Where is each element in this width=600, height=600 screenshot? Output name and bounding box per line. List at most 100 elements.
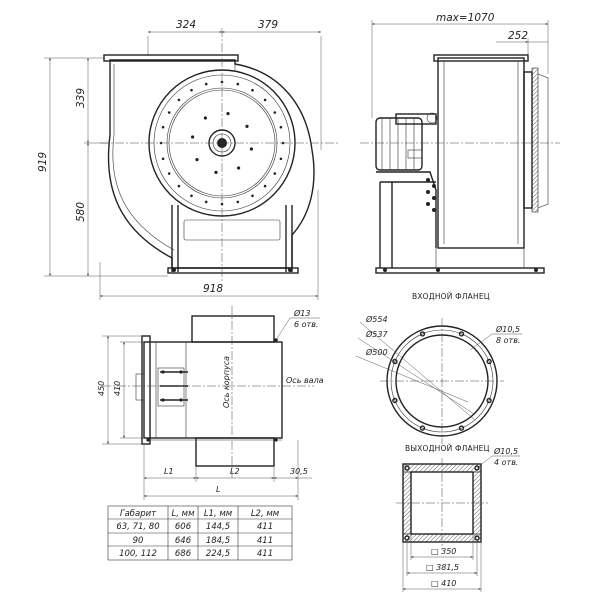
table-header-row: Габарит L, мм L1, мм L2, мм xyxy=(120,509,280,519)
bolt-hole xyxy=(251,88,254,92)
support-frame xyxy=(171,205,293,272)
dim-410: 410 xyxy=(113,381,122,396)
dim-l: L xyxy=(216,485,220,494)
table-cell: 646 xyxy=(175,536,192,546)
motor-plan xyxy=(157,367,185,407)
inlet-flange-section xyxy=(531,67,539,213)
impeller-hole xyxy=(249,147,253,151)
bolt-hole xyxy=(167,111,171,114)
table-cell: 184,5 xyxy=(206,536,230,546)
dim-919: 919 xyxy=(37,152,49,172)
table-cell: 411 xyxy=(257,549,273,559)
table-cell: 606 xyxy=(175,522,192,532)
table-header-cell: L2, мм xyxy=(251,509,280,519)
inlet-d500: Ø500 xyxy=(365,347,388,357)
table-cell: 63, 71, 80 xyxy=(116,522,159,532)
table-cell: 144,5 xyxy=(206,522,230,532)
impeller-hole xyxy=(191,135,195,139)
bolt-hole xyxy=(204,200,208,204)
bolt-hole xyxy=(161,157,165,161)
bolt-hole xyxy=(273,111,277,114)
outlet-dim-381-5: □ 381,5 xyxy=(426,563,459,572)
bolt-hole xyxy=(177,98,181,102)
table-cell: 90 xyxy=(133,536,144,546)
bracket-hole xyxy=(426,178,430,182)
table-header-cell: L1, мм xyxy=(204,509,233,519)
plan-hole-count: 6 отв. xyxy=(294,320,318,329)
bolt-hole xyxy=(236,200,240,204)
bolt-hole xyxy=(273,172,277,175)
impeller-hole xyxy=(237,166,241,170)
inlet-bolt-hole xyxy=(392,397,398,404)
outlet-hole-dia: Ø10,5 xyxy=(493,446,518,456)
plan-view: Ось корпуса Ось вала Ø13 6 отв. 450 410 … xyxy=(97,306,324,500)
table-cell: 411 xyxy=(257,536,273,546)
impeller-hole xyxy=(195,158,199,162)
dim-l1: L1 xyxy=(164,467,174,476)
inlet-hole-count: 8 отв. xyxy=(496,336,520,345)
impeller-hole xyxy=(245,124,249,128)
bracket-hole xyxy=(432,196,436,200)
table-cell: 686 xyxy=(175,549,192,559)
outlet-flange-side xyxy=(433,54,529,62)
bolt-hole xyxy=(263,184,267,188)
side-view: max=1070 252 xyxy=(360,12,560,274)
outlet-hole-count: 4 отв. xyxy=(494,458,518,467)
flange-plan-left xyxy=(141,335,151,445)
inlet-d554: Ø554 xyxy=(365,314,388,324)
inlet-bolt-hole xyxy=(486,358,492,365)
dim-252: 252 xyxy=(508,30,528,42)
base-plate-side xyxy=(375,267,545,274)
bolt-hole xyxy=(279,157,283,161)
dim-339: 339 xyxy=(75,88,87,108)
base-plate-front xyxy=(167,267,299,274)
inlet-bolt-hole xyxy=(419,425,426,431)
impeller-hole xyxy=(226,112,230,116)
housing-bolt-ring xyxy=(159,80,285,206)
table-header-cell: Габарит xyxy=(120,509,157,519)
inlet-hole-dia: Ø10,5 xyxy=(495,324,520,334)
bracket-hole xyxy=(432,184,436,188)
body-plan xyxy=(143,341,283,439)
outlet-dim-410: □ 410 xyxy=(431,579,456,588)
housing-body-side xyxy=(437,57,525,249)
bracket-hole xyxy=(432,208,436,212)
frame-window xyxy=(183,219,281,241)
dim-max-1070: max=1070 xyxy=(436,12,495,24)
bolt-hole xyxy=(161,125,165,129)
impeller-hole xyxy=(203,116,207,120)
motor-body xyxy=(375,117,423,171)
bolt-hole xyxy=(190,194,193,198)
front-view: 324 379 919 339 580 918 xyxy=(37,19,340,300)
plan-hole-dia: Ø13 xyxy=(293,308,310,318)
bolt-hole xyxy=(236,82,240,86)
dim-918: 918 xyxy=(203,283,223,295)
dim-30-5: 30,5 xyxy=(290,467,308,476)
bracket-hole xyxy=(426,190,430,194)
dim-450: 450 xyxy=(97,381,106,396)
table-cell: 224,5 xyxy=(206,549,230,559)
outlet-dim-350: □ 350 xyxy=(431,547,456,556)
size-table: Габарит L, мм L1, мм L2, мм 63, 71, 80 6… xyxy=(107,505,293,561)
table-cell: 100, 112 xyxy=(119,549,157,559)
impeller-hole-pattern xyxy=(191,112,253,174)
inlet-bolt-holes xyxy=(392,331,492,431)
table-header-cell: L, мм xyxy=(172,509,196,519)
dim-324: 324 xyxy=(176,19,196,31)
outlet-duct-top xyxy=(191,315,275,343)
bolt-hole xyxy=(204,82,208,86)
table-row: 100, 112 686 224,5 411 xyxy=(119,549,273,559)
inlet-d537: Ø537 xyxy=(365,329,388,339)
dim-379: 379 xyxy=(258,19,278,31)
bolt-hole xyxy=(279,125,283,129)
inlet-duct-bottom xyxy=(195,437,275,467)
inlet-bolt-hole xyxy=(419,331,426,337)
outlet-flange-view: ВЫХОДНОЙ ФЛАНЕЦ Ø10,5 4 отв. □ 350 □ 381… xyxy=(396,444,520,592)
inlet-flange-title: ВХОДНОЙ ФЛАНЕЦ xyxy=(412,292,490,301)
inlet-bolt-hole xyxy=(486,397,492,404)
impeller-hole xyxy=(214,170,218,174)
inlet-flange-view: ВХОДНОЙ ФЛАНЕЦ Ø554 Ø537 Ø500 Ø10,5 8 от… xyxy=(355,292,522,444)
table-row: 90 646 184,5 411 xyxy=(133,536,274,546)
dim-l2: L2 xyxy=(230,467,240,476)
